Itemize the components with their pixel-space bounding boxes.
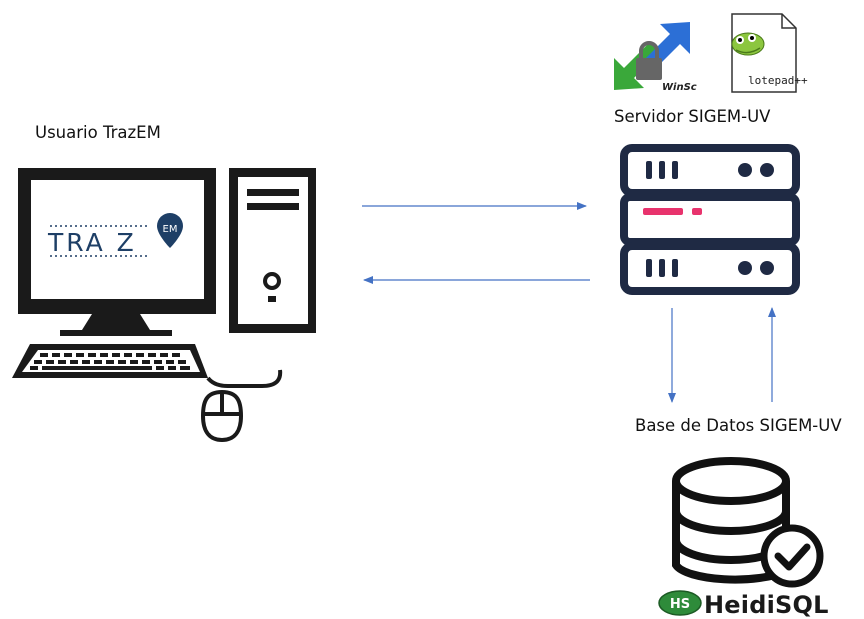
monitor-stand <box>82 314 150 330</box>
heidisql-icon: HS <box>658 590 702 616</box>
heidisql-label: HeidiSQL <box>704 591 829 619</box>
drive-slot <box>247 189 299 196</box>
server-unit <box>620 242 800 295</box>
drive-slot <box>247 203 299 210</box>
user-label: Usuario TrazEM <box>35 123 161 142</box>
winscp-label: WinSc <box>662 82 697 93</box>
check-badge <box>760 524 824 588</box>
trazem-logo: TRA Z EM <box>47 213 183 257</box>
notepadpp-icon: lotepad++ <box>731 13 808 93</box>
trazem-badge: EM <box>163 224 178 235</box>
trazem-logo-text: TRA Z <box>47 228 137 257</box>
server-icon <box>620 144 800 295</box>
server-label: Servidor SIGEM-UV <box>614 107 771 126</box>
server-unit <box>620 193 800 246</box>
map-pin-icon <box>157 213 183 248</box>
database-label: Base de Datos SIGEM-UV <box>635 416 842 435</box>
server-status-light <box>643 208 683 215</box>
winscp-icon: WinSc <box>614 22 697 93</box>
power-button <box>263 272 281 290</box>
notepadpp-label: lotepad++ <box>748 74 808 87</box>
heidisql-badge: HS <box>670 597 690 612</box>
computer-icon <box>12 168 316 443</box>
check-icon <box>774 543 811 571</box>
database-icon <box>672 457 824 588</box>
monitor-base <box>60 330 172 336</box>
mouse <box>200 389 244 443</box>
mouse-cable <box>206 369 283 388</box>
